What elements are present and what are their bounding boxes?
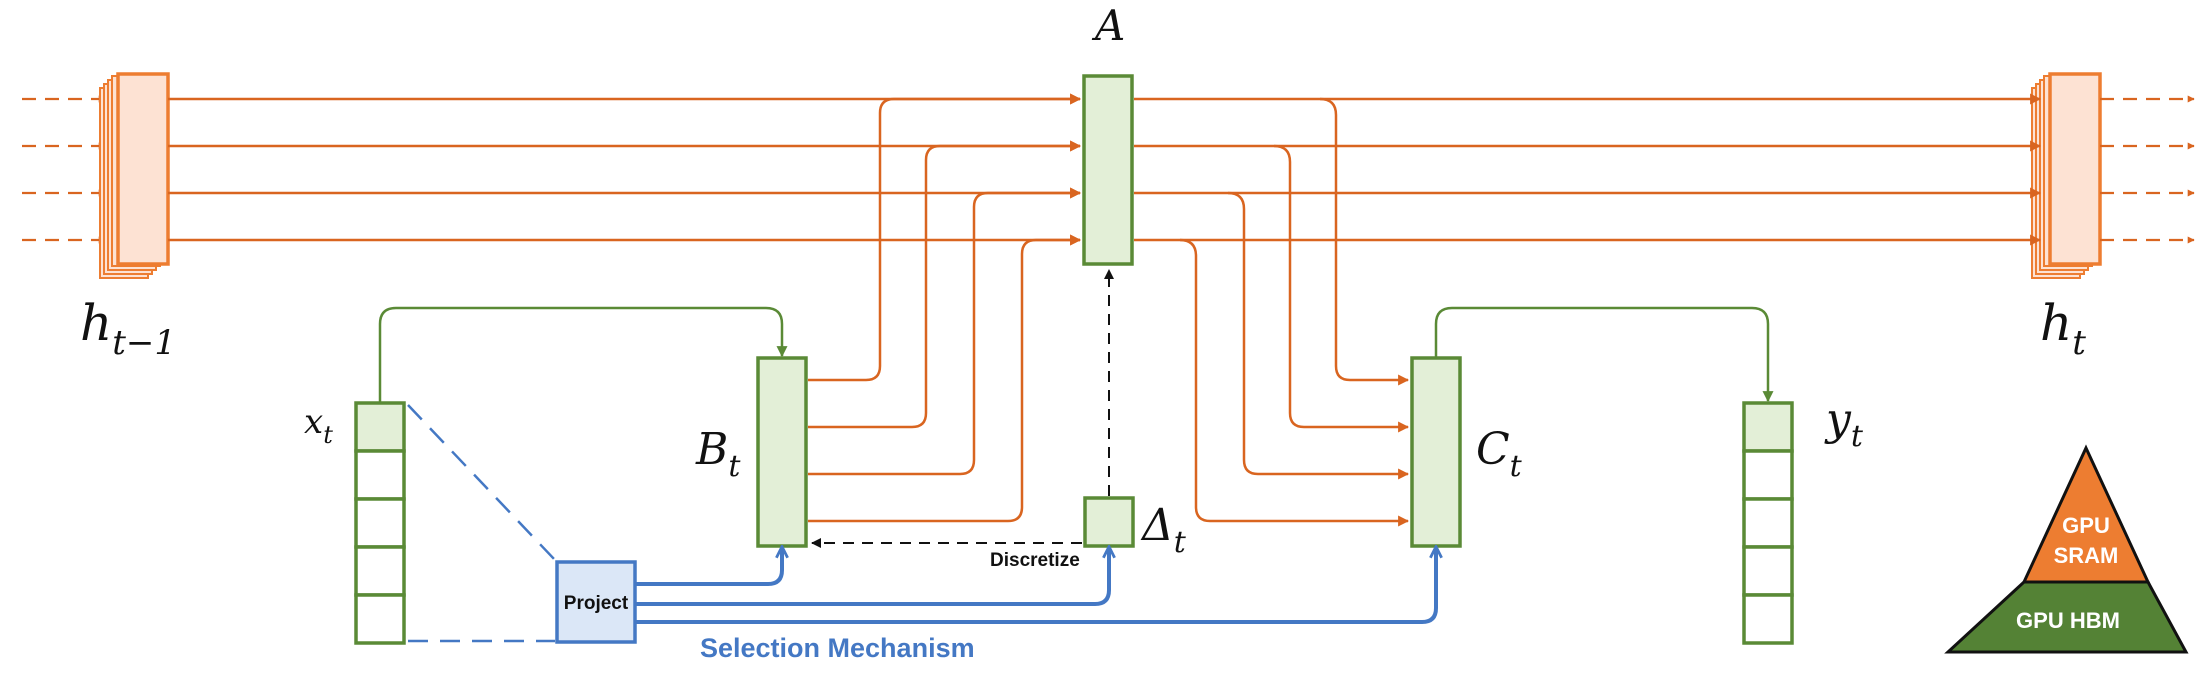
next-hidden-state-label: ht: [2040, 294, 2086, 363]
gpu-hbm-label: GPU HBM: [2016, 608, 2120, 633]
y-label: yt: [1824, 394, 1864, 454]
prev-hidden-state-label: ht−1: [80, 294, 176, 363]
discretize-label: Discretize: [990, 550, 1080, 571]
c-label: Ct: [1476, 424, 1523, 484]
next-hidden-state-stack: [2031, 72, 2102, 279]
x-label: xt: [304, 402, 333, 449]
x-input-column: [354, 401, 406, 645]
selection-arrows: [636, 548, 1436, 624]
gpu-hbm-tier: [1944, 580, 2189, 654]
a-to-c-lines: [1179, 97, 1410, 527]
a-matrix-block: [1082, 74, 1134, 266]
project-label: Project: [564, 593, 629, 614]
y-output-column: [1742, 401, 1794, 645]
x-to-project-guides: [407, 404, 556, 643]
outgoing-state-arrows: [2100, 95, 2195, 244]
b-matrix-block: [756, 356, 808, 548]
delta-label: Δt: [1140, 500, 1187, 560]
gpu-sram-label-line1: GPU: [2062, 513, 2110, 538]
gpu-sram-label-line2: SRAM: [2054, 543, 2119, 568]
c-matrix-block: [1410, 356, 1462, 548]
delta-block: [1083, 496, 1135, 548]
x-to-b-arrow: [378, 306, 788, 403]
incoming-state-arrows: [22, 95, 106, 244]
gpu-memory-pyramid: GPU SRAM GPU HBM: [1944, 444, 2189, 654]
b-to-a-lines: [808, 93, 1082, 523]
b-label: Bt: [695, 424, 741, 484]
prev-hidden-state-stack: [99, 72, 170, 279]
c-to-y-arrow: [1434, 306, 1774, 403]
project-box: [555, 560, 637, 644]
a-label: A: [1091, 1, 1125, 50]
selection-mechanism-label: Selection Mechanism: [700, 633, 975, 663]
